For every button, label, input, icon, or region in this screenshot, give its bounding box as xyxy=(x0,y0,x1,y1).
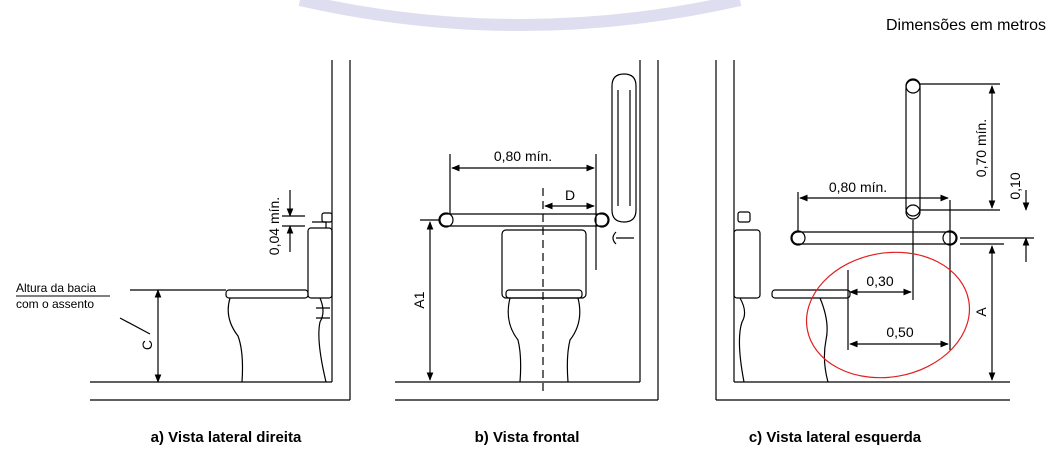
dim-d: D xyxy=(565,187,575,203)
dim-width-left: 0,80 mín. xyxy=(829,179,887,195)
dim-width-front: 0,80 mín. xyxy=(494,148,552,164)
dim-c: C xyxy=(139,340,155,350)
highlight-ellipse xyxy=(805,251,971,379)
dim-gap-004: 0,04 mín. xyxy=(266,197,282,255)
caption-front-view: b) Vista frontal xyxy=(475,429,580,446)
view-left-side xyxy=(715,60,1034,401)
watermark-arc xyxy=(298,0,742,31)
dim-050: 0,50 xyxy=(886,324,913,340)
seat-height-label-2: com o assento xyxy=(16,297,94,311)
dim-030: 0,30 xyxy=(866,273,893,289)
caption-right-view: a) Vista lateral direita xyxy=(151,429,302,446)
caption-left-view: c) Vista lateral esquerda xyxy=(749,429,922,446)
dim-offset-010: 0,10 xyxy=(1007,172,1023,199)
dim-a1: A1 xyxy=(411,291,427,308)
dim-vertical-bar: 0,70 mín. xyxy=(973,119,989,177)
dim-a: A xyxy=(973,307,989,317)
units-note: Dimensões em metros xyxy=(886,17,1046,34)
view-front xyxy=(395,60,659,401)
view-right-side xyxy=(90,60,351,401)
seat-height-label-1: Altura da bacia xyxy=(16,281,96,295)
